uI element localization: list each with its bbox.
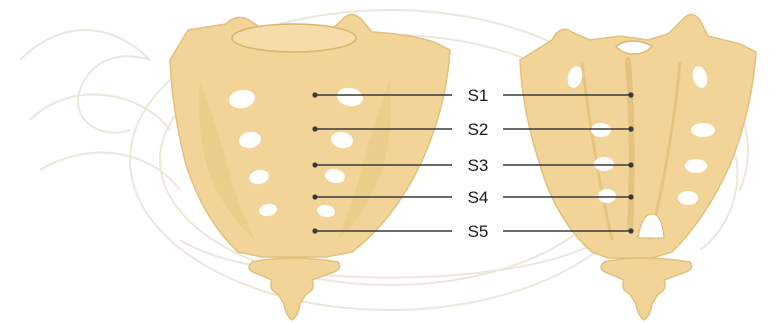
post-foramen-left-4 xyxy=(598,189,616,203)
leader-dot-right-s4 xyxy=(628,194,633,199)
post-foramen-right-4 xyxy=(678,191,698,205)
post-foramen-right-2 xyxy=(691,123,715,137)
label-text-s4: S4 xyxy=(468,188,489,207)
post-foramen-right-3 xyxy=(685,159,707,173)
label-text-s2: S2 xyxy=(468,120,489,139)
leader-dot-right-s3 xyxy=(628,162,633,167)
leader-dot-right-s2 xyxy=(628,126,633,131)
median-sacral-crest xyxy=(628,60,632,230)
leader-dot-right-s1 xyxy=(628,92,633,97)
coccyx-posterior xyxy=(601,258,692,320)
coccyx-anterior xyxy=(249,258,340,320)
post-foramen-left-3 xyxy=(594,157,614,171)
leader-dot-right-s5 xyxy=(628,228,633,233)
sacrum-anterior-view xyxy=(170,14,450,320)
sacrum-posterior-view xyxy=(520,14,756,320)
sacral-promontory xyxy=(232,24,356,52)
label-text-s1: S1 xyxy=(468,86,489,105)
post-foramen-left-2 xyxy=(591,123,611,137)
label-text-s3: S3 xyxy=(468,156,489,175)
label-text-s5: S5 xyxy=(468,222,489,241)
